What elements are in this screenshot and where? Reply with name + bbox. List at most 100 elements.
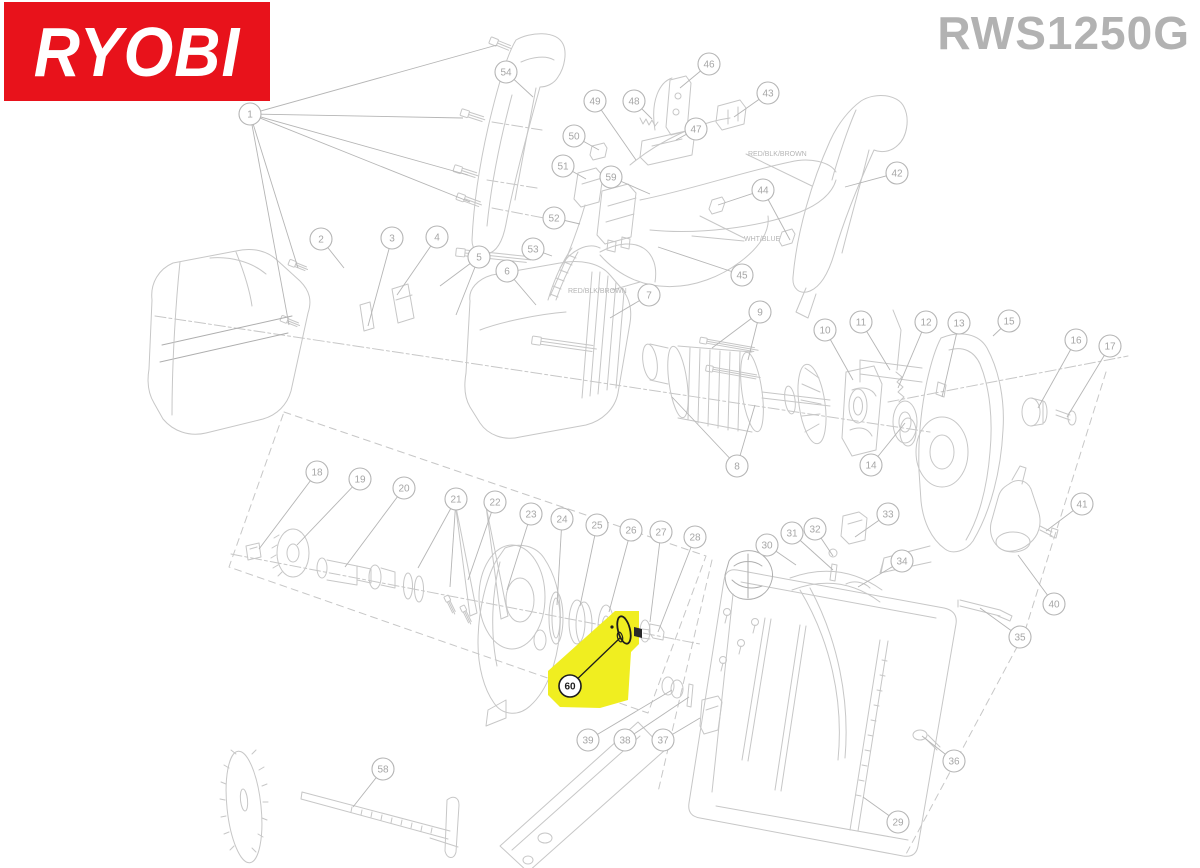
wire-label: WHT/BLUE [744,236,781,243]
svg-text:59: 59 [605,173,617,184]
motor-housing-drawing [147,248,311,435]
callout-42[interactable]: 42 [844,161,909,188]
svg-text:60: 60 [564,682,576,693]
svg-text:14: 14 [865,461,877,472]
brush-parts-drawing [359,283,415,332]
callout-44[interactable]: 44 [717,178,791,241]
svg-text:5: 5 [476,253,482,264]
callout-12[interactable]: 12 [897,310,938,389]
svg-text:54: 54 [500,68,512,79]
svg-text:47: 47 [690,125,702,136]
callout-1[interactable]: 1 [238,44,498,326]
callout-37[interactable]: 37 [651,717,701,752]
model-number: RWS1250G [937,7,1190,59]
callout-34[interactable]: 34 [857,549,914,588]
callout-6[interactable]: 6 [495,259,537,306]
callout-53[interactable]: 53 [521,237,553,261]
svg-text:19: 19 [354,475,366,486]
callout-8[interactable]: 8 [671,396,756,478]
callout-4[interactable]: 4 [396,225,449,296]
callout-47[interactable]: 47 [675,117,708,141]
callout-45[interactable]: 45 [657,246,754,287]
svg-text:49: 49 [589,97,601,108]
callout-51[interactable]: 51 [551,154,587,180]
callout-54[interactable]: 54 [494,60,534,98]
callout-24[interactable]: 24 [550,507,574,606]
svg-text:27: 27 [655,528,667,539]
callout-14[interactable]: 14 [859,422,906,477]
callout-58[interactable]: 58 [352,757,395,808]
callout-32[interactable]: 32 [803,517,834,557]
callout-28[interactable]: 28 [657,525,707,633]
callout-33[interactable]: 33 [854,502,900,538]
knob-drawing [990,465,1059,553]
callout-46[interactable]: 46 [679,52,721,89]
callout-13[interactable]: 13 [941,311,971,398]
callout-10[interactable]: 10 [813,318,854,381]
callout-7[interactable]: 7 [609,283,661,319]
callout-43[interactable]: 43 [733,81,780,118]
svg-text:3: 3 [389,234,395,245]
callout-59[interactable]: 59 [599,165,651,195]
callout-5[interactable]: 5 [439,245,491,316]
callout-19[interactable]: 19 [296,467,372,546]
callout-38[interactable]: 38 [613,696,690,752]
callout-15[interactable]: 15 [992,309,1021,337]
svg-text:41: 41 [1076,500,1088,511]
svg-text:51: 51 [557,162,569,173]
callout-11[interactable]: 11 [849,310,891,371]
callout-2[interactable]: 2 [309,227,345,269]
callout-31[interactable]: 31 [780,521,834,571]
callout-22[interactable]: 22 [467,490,507,581]
part-60-drawing [610,615,632,645]
callout-27[interactable]: 27 [649,520,673,623]
spreader-parts-drawing [661,676,723,735]
callout-40[interactable]: 40 [1017,554,1066,616]
callout-41[interactable]: 41 [1045,492,1094,532]
callout-25[interactable]: 25 [579,513,609,607]
callout-52[interactable]: 52 [542,206,581,230]
housing-screws-drawing [279,36,512,328]
svg-text:52: 52 [548,214,560,225]
svg-text:17: 17 [1104,342,1116,353]
svg-text:18: 18 [311,468,323,479]
callout-50[interactable]: 50 [562,124,600,151]
callout-30[interactable]: 30 [755,533,797,566]
svg-text:34: 34 [896,557,908,568]
callout-23[interactable]: 23 [506,502,543,591]
callout-17[interactable]: 17 [1066,334,1122,418]
svg-text:42: 42 [891,169,903,180]
callout-49[interactable]: 49 [583,89,637,161]
svg-text:37: 37 [657,736,669,747]
svg-text:7: 7 [646,291,652,302]
callout-60[interactable]: 60 [558,636,622,698]
svg-text:26: 26 [625,526,637,537]
callout-16[interactable]: 16 [1037,328,1088,409]
callout-20[interactable]: 20 [344,476,416,568]
svg-text:36: 36 [948,757,960,768]
callout-29[interactable]: 29 [862,796,910,834]
group-boundary-lines [154,121,1129,857]
svg-text:28: 28 [689,533,701,544]
rip-fence-drawing [300,791,460,858]
callout-9[interactable]: 9 [711,300,772,361]
callout-39[interactable]: 39 [576,689,673,752]
upper-guard-drawing [859,333,1004,574]
callout-21[interactable]: 21 [417,487,468,588]
callout-36[interactable]: 36 [921,735,966,773]
callout-48[interactable]: 48 [622,89,653,120]
callout-3[interactable]: 3 [367,226,404,327]
svg-text:12: 12 [920,318,932,329]
svg-text:46: 46 [703,60,715,71]
svg-text:13: 13 [953,319,965,330]
callout-35[interactable]: 35 [979,607,1032,649]
svg-text:53: 53 [527,245,539,256]
callout-18[interactable]: 18 [258,460,329,550]
svg-text:45: 45 [736,271,748,282]
locknut-bolt-drawing [1021,397,1077,427]
callout-26[interactable]: 26 [608,518,643,613]
motor-screws-drawing [699,336,761,380]
svg-text:20: 20 [398,484,410,495]
